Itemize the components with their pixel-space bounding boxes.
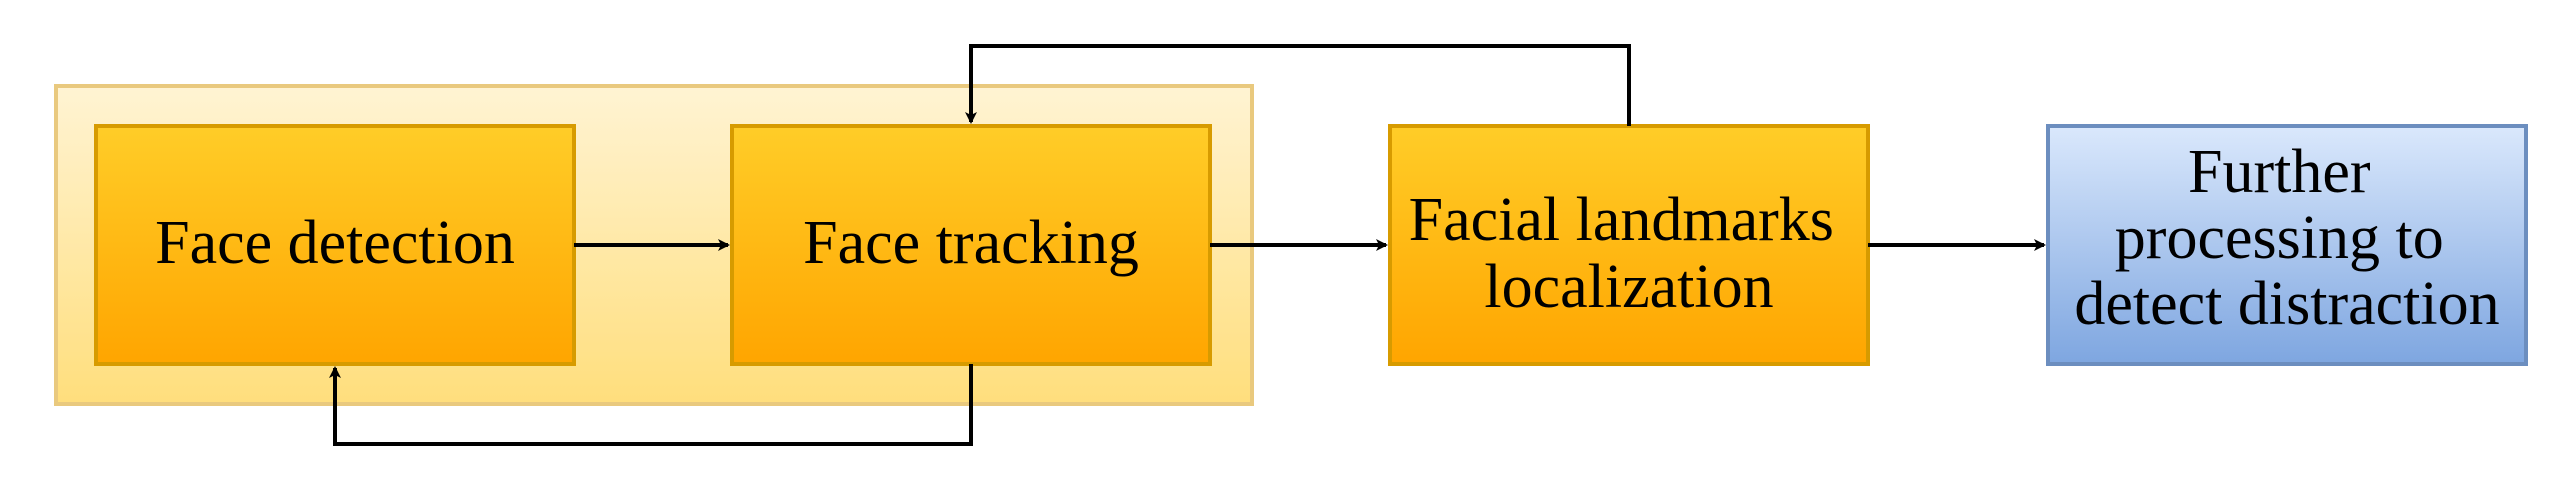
svg-text:Face detection: Face detection [155,209,515,277]
node-further-processing-line-2: processing to [2115,204,2444,272]
node-further-processing: Further processing to detect distraction [2046,124,2528,366]
node-face-detection: Face detection [94,124,576,366]
edge-landmarks-feedback-to-tracking [965,44,1631,126]
node-face-detection-label: Face detection [155,209,515,277]
node-face-tracking: Face tracking [730,124,1212,366]
svg-text:Further processing to: Further processing to detect distraction [2074,138,2499,338]
node-further-processing-line-3: detect distraction [2074,270,2499,338]
node-face-tracking-label: Face tracking [803,209,1139,277]
svg-text:Face tracking: Face tracking [803,209,1139,277]
node-facial-landmarks-line-2: localization [1484,253,1773,321]
node-facial-landmarks: Facial landmarks localization [1388,124,1870,366]
edge-tracking-feedback-to-detection [329,364,973,446]
node-facial-landmarks-line-1: Facial landmarks [1409,186,1834,254]
svg-text:Facial landmarks localiz: Facial landmarks localization [1409,186,1850,321]
node-further-processing-line-1: Further [2188,138,2371,206]
